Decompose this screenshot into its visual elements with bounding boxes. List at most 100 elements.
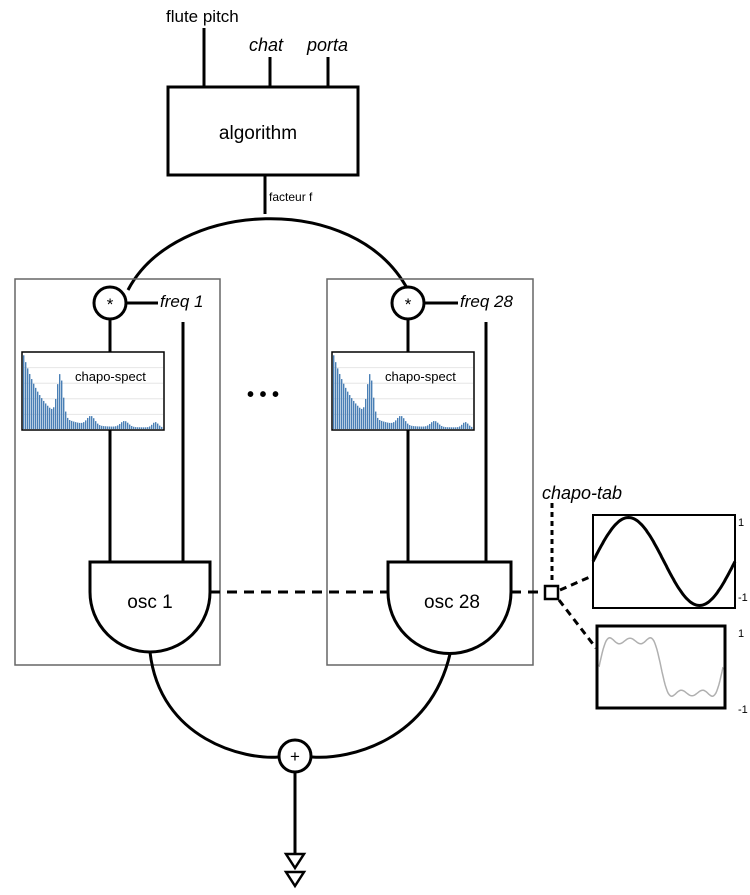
spectrum-bar [35,387,37,429]
spectrum-bar [429,423,431,429]
spectrum-bar [449,427,451,429]
algorithm-label: algorithm [219,123,297,144]
spectrum-bar [451,427,453,429]
spectrum-bar [459,426,461,429]
spectrum-bar [153,422,155,429]
spectrum-bar [115,426,117,429]
spectrum-bar [93,418,95,429]
mix-wire-voice-28 [311,653,452,759]
spectrum-bar [151,424,153,429]
spectrum-bar [411,425,413,429]
spectrum-bar [133,426,135,429]
spectrum-bar [399,416,401,429]
input-flute-pitch: flute pitch [166,7,239,26]
spectrum-bar [421,426,423,429]
spectrum-bar [145,427,147,429]
spectrum-bar [67,417,69,429]
spectrum-bar [377,417,379,429]
voice-28-freq-label: freq 28 [460,292,513,311]
spectrum-bar [339,373,341,429]
spectrum-bar [61,380,63,429]
spectrum-bar [119,423,121,429]
voice-28-spectrum-label: chapo-spect [385,369,456,384]
spectrum-bar [375,411,377,429]
spectrum-bar [23,355,25,429]
output-arrow-upper [283,852,307,871]
spectrum-bar [43,400,45,429]
spectrum-bar [59,374,61,429]
spectrum-bar [29,373,31,429]
spectrum-bar [467,423,469,429]
spectrum-bar [367,384,369,429]
spectrum-bar [431,422,433,429]
spectrum-bar [397,417,399,429]
voice-28-spectrum-bars [333,355,473,429]
spectrum-bar [349,395,351,429]
table-selector-node [543,584,560,601]
spectrum-bar [447,427,449,429]
voice-28-osc-label: osc 28 [424,592,480,613]
factor-distribution-arc [126,217,410,291]
spectrum-bar [405,421,407,429]
spectrum-bar [445,427,447,429]
spectrum-bar [427,425,429,429]
spectrum-bar [117,425,119,429]
spectrum-bar [137,427,139,429]
spectrum-bar [353,400,355,429]
spectrum-bar [103,426,105,429]
spectrum-bar [379,420,381,429]
spectrum-bar [157,423,159,429]
spectrum-bar [123,421,125,429]
spectrum-bar [385,422,387,429]
voice-1-spectrum-bars [23,355,163,429]
spectrum-bar [159,425,161,429]
spectrum-bar [99,425,101,429]
spectrum-bar [39,395,41,429]
spectrum-bar [27,368,29,429]
spectrum-bar [141,427,143,429]
wavetable-sine-min: -1 [738,592,748,604]
spectrum-bar [89,416,91,429]
spectrum-bar [71,420,73,429]
spectrum-bar [53,407,55,429]
spectrum-bar [73,421,75,429]
spectrum-bar [95,421,97,429]
spectrum-bar [371,380,373,429]
spectrum-bar [81,422,83,429]
voice-1-freq-label: freq 1 [160,292,203,311]
spectrum-bar [463,422,465,429]
wavetable-complex-max: 1 [738,628,744,640]
spectrum-bar [49,407,51,429]
spectrum-bar [87,417,89,429]
spectrum-bar [33,383,35,429]
spectrum-bar [55,398,57,429]
spectrum-bar [471,426,473,429]
voice-1-multiply-symbol: * [107,295,114,314]
spectrum-bar [389,422,391,429]
output-arrow-lower [283,870,307,889]
spectrum-bar [25,362,27,429]
spectrum-bar [469,425,471,429]
spectrum-bar [381,420,383,429]
spectrum-bar [101,425,103,429]
spectrum-bar [359,407,361,429]
spectrum-bar [41,398,43,429]
factor-label: facteur f [269,190,313,204]
spectrum-bar [113,426,115,429]
spectrum-bar [333,355,335,429]
spectrum-bar [45,403,47,429]
spectrum-bar [387,422,389,429]
spectrum-bar [85,420,87,429]
voice-28-multiply-symbol: * [405,295,412,314]
spectrum-bar [435,421,437,429]
spectrum-bar [63,397,65,429]
spectrum-bar [337,368,339,429]
spectrum-bar [121,422,123,429]
spectrum-bar [335,362,337,429]
mix-wire-voice-1 [148,651,280,759]
table-label: chapo-tab [542,483,622,503]
spectrum-bar [461,424,463,429]
table-link-wave-2 [557,599,598,649]
spectrum-bar [363,407,365,429]
spectrum-bar [347,391,349,429]
